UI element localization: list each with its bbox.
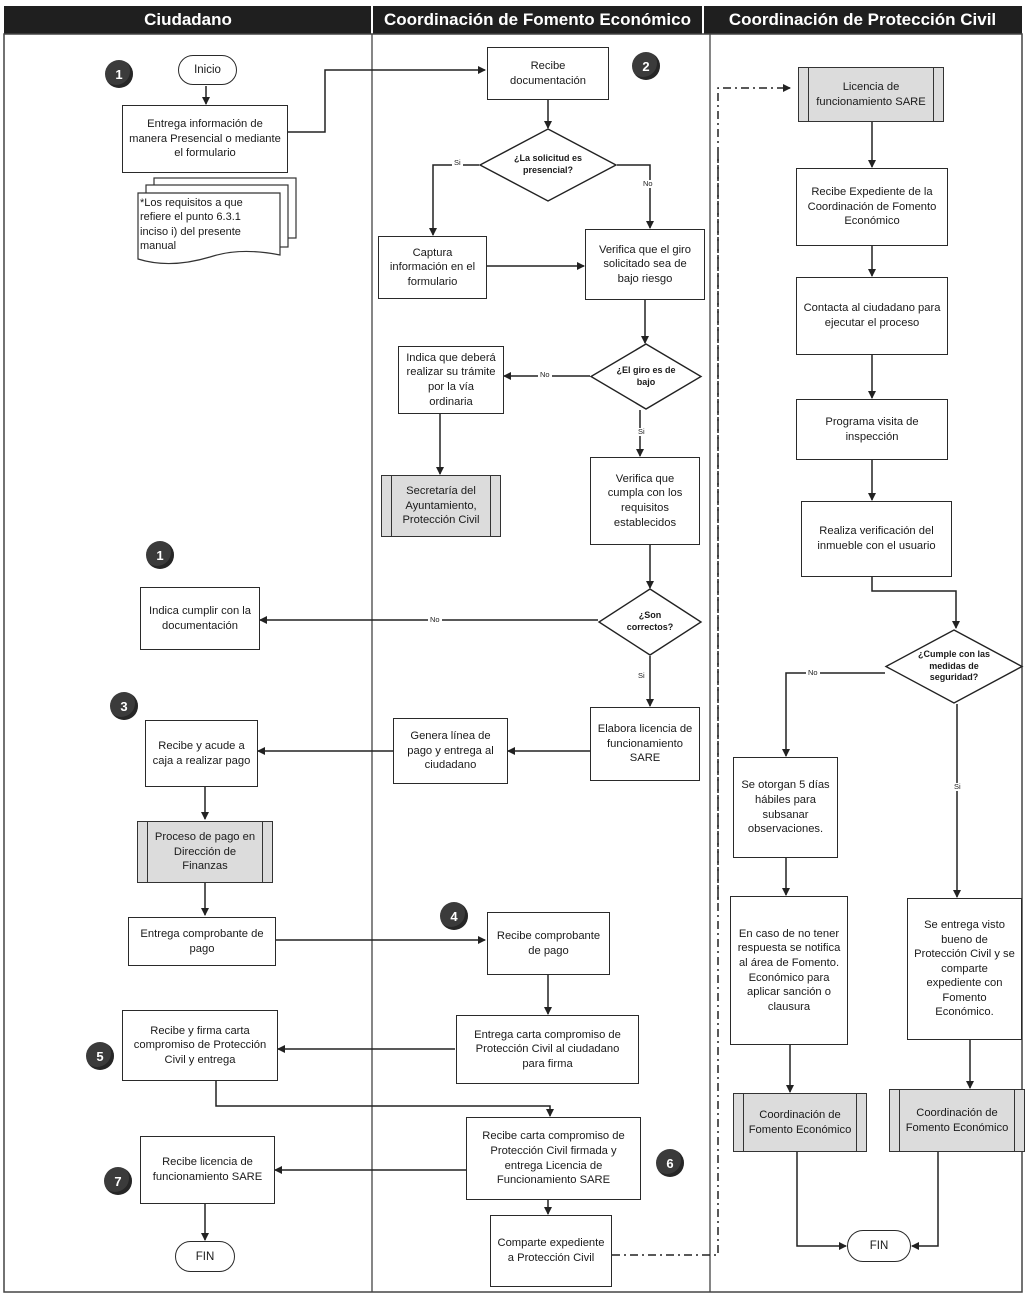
- step-badge-1b: 1: [146, 541, 174, 569]
- flow-label-si-giro: Si: [636, 427, 647, 437]
- decision-correctos[interactable]: ¿Son correctos?: [597, 588, 703, 656]
- recibe-acude-box[interactable]: Recibe y acude a caja a realizar pago: [145, 720, 258, 787]
- step-badge-7: 7: [104, 1167, 132, 1195]
- programa-visita-box[interactable]: Programa visita de inspección: [796, 399, 948, 460]
- lane-title-proteccion: Coordinación de Protección Civil: [728, 10, 997, 29]
- end-terminal-proteccion[interactable]: FIN: [847, 1230, 911, 1262]
- decision-cumple-label: ¿Cumple con las medidas de seguridad?: [917, 648, 990, 683]
- indica-cumplir-box[interactable]: Indica cumplir con la documentación: [140, 587, 260, 650]
- recibe-firma-box[interactable]: Recibe y firma carta compromiso de Prote…: [122, 1010, 278, 1081]
- step-badge-2: 2: [632, 52, 660, 80]
- otorgan-dias-box[interactable]: Se otorgan 5 días hábiles para subsanar …: [733, 757, 838, 858]
- decision-giro-label: ¿El giro es de bajo: [616, 364, 676, 387]
- indica-tramite-box[interactable]: Indica que deberá realizar su trámite po…: [398, 346, 504, 414]
- verifica-giro-box[interactable]: Verifica que el giro solicitado sea de b…: [585, 229, 705, 300]
- licencia-sare-subprocess[interactable]: Licencia de funcionamiento SARE: [798, 67, 944, 122]
- comparte-expediente-box[interactable]: Comparte expediente a Protección Civil: [490, 1215, 612, 1287]
- recibe-expediente-box[interactable]: Recibe Expediente de la Coordinación de …: [796, 168, 948, 246]
- step-badge-1: 1: [105, 60, 133, 88]
- flow-label-no-cumple: No: [806, 668, 820, 678]
- realiza-verificacion-box[interactable]: Realiza verificación del inmueble con el…: [801, 501, 952, 577]
- flow-label-si-correctos: Si: [636, 671, 647, 681]
- flow-label-si-cumple: Si: [952, 782, 963, 792]
- captura-informacion-box[interactable]: Captura información en el formulario: [378, 236, 487, 299]
- recibe-comprobante-box[interactable]: Recibe comprobante de pago: [487, 912, 610, 975]
- flow-label-si-presencial: Si: [452, 158, 463, 168]
- step-badge-4: 4: [440, 902, 468, 930]
- decision-presencial-label: ¿La solicitud es presencial?: [513, 153, 582, 175]
- coord-fomento-subprocess-1[interactable]: Coordinación de Fomento Económico: [733, 1093, 867, 1152]
- recibe-licencia-box[interactable]: Recibe licencia de funcionamiento SARE: [140, 1136, 275, 1204]
- en-caso-box[interactable]: En caso de no tener respuesta se notific…: [730, 896, 848, 1045]
- end-terminal-ciudadano[interactable]: FIN: [175, 1241, 235, 1272]
- visto-bueno-box[interactable]: Se entrega visto bueno de Protección Civ…: [907, 898, 1022, 1040]
- secretaria-subprocess[interactable]: Secretaría del Ayuntamiento, Protección …: [381, 475, 501, 537]
- decision-cumple[interactable]: ¿Cumple con las medidas de seguridad?: [884, 629, 1024, 704]
- flow-label-no-correctos: No: [428, 615, 442, 625]
- header-bar: [4, 6, 1022, 34]
- requisitos-document-shape: [137, 177, 297, 265]
- step-badge-6: 6: [656, 1149, 684, 1177]
- step-badge-5: 5: [86, 1042, 114, 1070]
- lane-title-fomento: Coordinación de Fomento Económico: [384, 10, 691, 29]
- entrega-comprobante-box[interactable]: Entrega comprobante de pago: [128, 917, 276, 966]
- decision-giro[interactable]: ¿El giro es de bajo: [589, 343, 703, 410]
- coord-fomento-subprocess-2[interactable]: Coordinación de Fomento Económico: [889, 1089, 1025, 1152]
- verifica-requisitos-box[interactable]: Verifica que cumpla con los requisitos e…: [590, 457, 700, 545]
- genera-linea-box[interactable]: Genera línea de pago y entrega al ciudad…: [393, 718, 508, 784]
- recibe-documentacion-box[interactable]: Recibe documentación: [487, 47, 609, 100]
- contacta-ciudadano-box[interactable]: Contacta al ciudadano para ejecutar el p…: [796, 277, 948, 355]
- requisitos-note: *Los requisitos a que refiere el punto 6…: [140, 197, 243, 252]
- entrega-informacion-box[interactable]: Entrega información de manera Presencial…: [122, 105, 288, 173]
- entrega-carta-box[interactable]: Entrega carta compromiso de Protección C…: [456, 1015, 639, 1084]
- flow-label-no-giro: No: [538, 370, 552, 380]
- elabora-licencia-box[interactable]: Elabora licencia de funcionamiento SARE: [590, 707, 700, 781]
- recibe-carta-box[interactable]: Recibe carta compromiso de Protección Ci…: [466, 1117, 641, 1200]
- start-terminal[interactable]: Inicio: [178, 55, 237, 85]
- flow-label-no-presencial: No: [641, 179, 655, 189]
- step-badge-3: 3: [110, 692, 138, 720]
- decision-presencial[interactable]: ¿La solicitud es presencial?: [478, 128, 618, 202]
- proceso-pago-subprocess[interactable]: Proceso de pago en Dirección de Finanzas: [137, 821, 273, 883]
- decision-correctos-label: ¿Son correctos?: [626, 610, 674, 632]
- lane-title-ciudadano: Ciudadano: [144, 10, 232, 29]
